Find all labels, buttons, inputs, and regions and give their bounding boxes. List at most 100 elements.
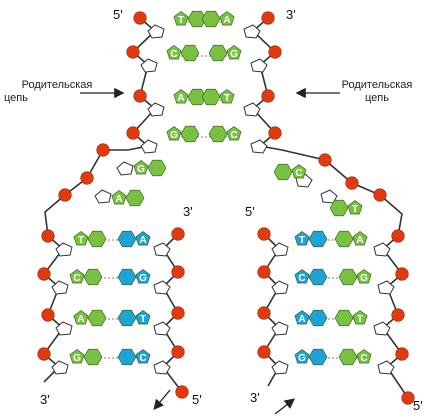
base-A: A — [117, 230, 151, 248]
phosphate — [171, 265, 185, 279]
left-parent-strand-label: Родительская цепь — [2, 79, 112, 105]
base-ring — [291, 164, 307, 179]
sugar — [243, 102, 261, 117]
base-C: C — [273, 163, 307, 181]
base-C: C — [294, 268, 328, 286]
base-letter: T — [357, 314, 363, 325]
base-ring — [166, 126, 182, 141]
base-T: T — [73, 230, 107, 248]
phosphate — [171, 227, 185, 241]
base-letter: A — [177, 93, 184, 104]
base-ring — [87, 309, 107, 327]
right-parent-label-line1: Родительская — [341, 79, 413, 91]
left-parent-label-line2: цепь — [4, 92, 28, 104]
base-letter: G — [139, 273, 147, 284]
base-ring — [135, 231, 151, 246]
base-ring — [334, 230, 354, 248]
base-A: A — [294, 309, 328, 327]
phosphate — [37, 347, 51, 361]
base-ring — [166, 45, 182, 60]
base-ring — [273, 163, 293, 181]
phosphate — [126, 126, 140, 140]
base-G: G — [338, 268, 372, 286]
phosphate — [37, 267, 51, 281]
sugar — [377, 360, 395, 375]
sugar — [153, 321, 171, 336]
base-ring — [135, 269, 151, 284]
lower-left-direction-arrow — [153, 389, 171, 410]
base-G: G — [208, 44, 242, 62]
phosphate — [171, 345, 185, 359]
phosphate-groups — [37, 11, 415, 405]
sugar — [271, 280, 289, 295]
base-letter: T — [140, 314, 146, 325]
sugar — [153, 280, 171, 295]
base-ring — [356, 349, 372, 364]
sugar — [250, 139, 268, 154]
base-letter: G — [298, 353, 306, 364]
base-ring — [73, 310, 89, 325]
sugar — [377, 280, 395, 295]
sugar — [271, 242, 289, 257]
base-ring — [294, 269, 310, 284]
base-G: G — [166, 125, 200, 143]
base-ring — [294, 231, 310, 246]
phosphate — [373, 188, 387, 202]
base-T: T — [117, 309, 151, 327]
base-C: C — [166, 44, 200, 62]
base-ring — [180, 44, 200, 62]
base-letter: G — [170, 130, 178, 141]
base-ring — [187, 88, 207, 106]
sugar — [116, 161, 134, 176]
base-ring — [69, 349, 85, 364]
base-T: T — [334, 309, 368, 327]
end-label-lower-right-5prime: 5' — [413, 398, 423, 413]
base-letter: T — [299, 235, 305, 246]
sugar — [55, 242, 73, 257]
end-label-lower-right-3prime: 3' — [250, 390, 260, 405]
base-ring — [83, 268, 103, 286]
sugar — [94, 189, 112, 204]
sugar — [153, 242, 171, 257]
base-ring — [111, 190, 127, 205]
base-letter: A — [77, 314, 84, 325]
base-ring — [356, 269, 372, 284]
phosphate — [96, 143, 110, 157]
base-letter: C — [230, 130, 237, 141]
phosphate — [391, 229, 405, 243]
sugar — [51, 360, 69, 375]
phosphate — [133, 11, 147, 25]
end-label-lower-right-top: 5' — [245, 204, 255, 219]
base-G: G — [117, 268, 151, 286]
base-ring — [308, 348, 328, 366]
base-ring — [338, 348, 358, 366]
base-letter: T — [224, 93, 230, 104]
right-parent-label-line2: цепь — [365, 92, 389, 104]
phosphate — [391, 308, 405, 322]
base-ring — [219, 11, 235, 26]
base-A: A — [173, 88, 207, 106]
sugar — [320, 189, 338, 204]
end-label-lower-left-top: 3' — [183, 204, 193, 219]
end-label-top-left: 5' — [113, 7, 123, 22]
base-ring — [347, 200, 363, 215]
phosphate — [80, 171, 94, 185]
base-letter: A — [298, 314, 305, 325]
sugars — [51, 24, 395, 375]
base-letter: A — [356, 235, 363, 246]
base-T: T — [329, 199, 363, 217]
phosphate — [126, 45, 140, 59]
phosphate — [171, 306, 185, 320]
base-ring — [87, 230, 107, 248]
base-T: T — [201, 88, 235, 106]
base-ring — [352, 231, 368, 246]
base-letter: C — [73, 273, 80, 284]
phosphate — [175, 385, 189, 399]
phosphate — [401, 391, 415, 405]
base-ring — [173, 11, 189, 26]
base-ring — [352, 310, 368, 325]
base-C: C — [69, 268, 103, 286]
base-ring — [308, 309, 328, 327]
